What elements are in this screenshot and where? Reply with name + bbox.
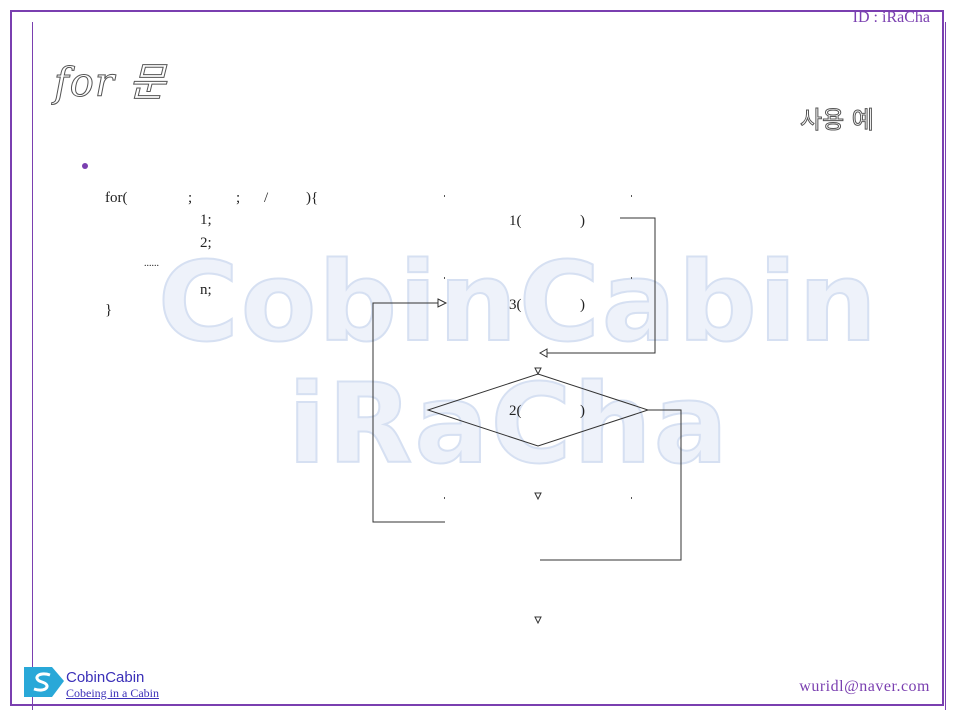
arrow-into-box3 [437,298,448,308]
watermark-line2: iRaCha [287,359,730,489]
code-semicolon-1: ; [188,190,193,206]
cobincabin-logo-icon [24,667,64,697]
footer-email: wuridl@naver.com [799,678,930,695]
flow-box3-close: ) [580,297,585,313]
slide-title: for 문 [54,60,167,107]
flow-box1-label: 1( [509,213,522,229]
slide-subtitle: 사용 예 [800,106,875,135]
flow-line-loop-back [540,217,656,354]
slide-frame-inner [32,22,946,710]
footer-tagline[interactable]: Cobeing in a Cabin [66,686,159,700]
arrow-loop-back [538,348,548,358]
watermark-line1: CobinCabin [157,237,879,367]
code-statement-n: n; [200,282,212,298]
code-close-brace: } [105,302,113,318]
flow-box1-close: ) [580,213,585,229]
arrow-down-mid [534,492,542,501]
code-semicolon-2: ; [236,190,241,206]
flow-box3-label: 3( [509,297,522,313]
flow-line-right-exit [540,409,682,561]
footer-brand: CobinCabin [66,669,145,686]
arrow-down-exit [534,616,542,625]
slide-frame-outer [10,10,946,710]
code-statement-1: 1; [200,212,212,228]
flow-line-left-loop [372,302,445,523]
bullet-icon [82,163,88,169]
code-ellipsis: ...... [144,258,159,269]
code-open-brace: ){ [306,190,319,206]
code-slash: / [264,190,269,206]
arrow-into-diamond [534,367,542,376]
flow-diamond [426,373,650,447]
flow-diamond-close: ) [580,403,585,419]
code-for-keyword: for( [105,190,128,206]
id-label: ID : iRaCha [852,9,930,26]
flow-diamond-label: 2( [509,403,522,419]
code-statement-2: 2; [200,235,212,251]
